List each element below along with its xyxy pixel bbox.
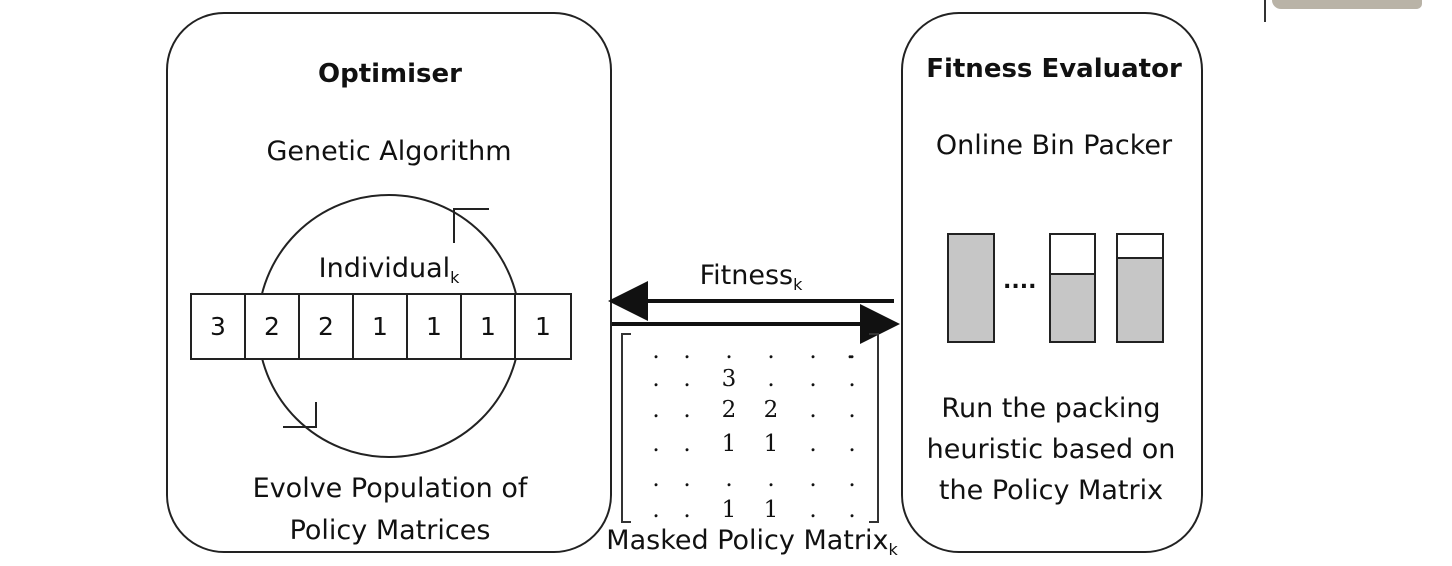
matrix-right-bracket (869, 333, 879, 523)
fitness-evaluator-title: Fitness Evaluator (926, 54, 1182, 84)
individual-label-text: Individual (318, 253, 451, 284)
cycle-arrow-upper-marker (453, 208, 489, 243)
matrix-cell: 2 (763, 397, 779, 423)
matrix-cell: 1 (721, 497, 737, 523)
matrix-cell: 2 (721, 397, 737, 423)
matrix-cell: . (683, 466, 691, 492)
fitness-evaluator-subtitle: Online Bin Packer (935, 130, 1173, 161)
fitness-label: Fitnessk (699, 260, 803, 294)
matrix-cell: . (809, 497, 817, 523)
matrix-cell: . (652, 497, 660, 523)
evaluator-caption-line-3: the Policy Matrix (938, 475, 1164, 506)
matrix-cell: . (848, 366, 856, 392)
matrix-label-subscript: k (888, 540, 898, 559)
matrix-cell: . (846, 338, 854, 364)
matrix-cell: . (848, 497, 856, 523)
matrix-label-text: Masked Policy Matrix (606, 525, 889, 556)
fitness-evaluator-caption: Run the packing heuristic based on the P… (927, 388, 1176, 511)
matrix-cell: . (848, 466, 856, 492)
chromosome-gene: 1 (462, 295, 516, 358)
chromosome-gene: 1 (535, 312, 551, 341)
matrix-cell: . (652, 466, 660, 492)
matrix-cell: . (809, 338, 817, 364)
fitness-label-subscript: k (793, 275, 803, 294)
bin-2 (1049, 233, 1096, 343)
chromosome-gene: 1 (354, 295, 408, 358)
matrix-cell: . (809, 431, 817, 457)
matrix-cell: . (683, 338, 691, 364)
chromosome-gene: 3 (192, 295, 246, 358)
matrix-cell: . (652, 397, 660, 423)
optimiser-caption: Evolve Population of Policy Matrices (253, 468, 528, 552)
optimiser-title: Optimiser (318, 59, 462, 89)
masked-policy-matrix-label: Masked Policy Matrixk (606, 525, 898, 559)
bin-3-fill (1118, 257, 1162, 341)
matrix-cell: . (652, 338, 660, 364)
matrix-cell: . (652, 366, 660, 392)
matrix-cell: . (767, 466, 775, 492)
bin-3 (1116, 233, 1164, 343)
optimiser-caption-line-2: Policy Matrices (289, 515, 491, 546)
corner-image-fragment (1272, 0, 1422, 9)
matrix-cell: . (848, 431, 856, 457)
chromosome-gene: 2 (246, 295, 300, 358)
matrix-cell: . (652, 431, 660, 457)
bins-ellipsis: .... (1003, 269, 1037, 294)
matrix-cell: 1 (763, 497, 779, 523)
matrix-cell: . (683, 431, 691, 457)
bin-1 (947, 233, 995, 343)
evaluator-caption-line-1: Run the packing (941, 393, 1161, 424)
matrix-cell: . (725, 338, 733, 364)
bin-2-fill (1051, 273, 1094, 341)
matrix-cell: 1 (721, 431, 737, 457)
individual-label: Individualk (318, 253, 460, 287)
matrix-cell: . (683, 366, 691, 392)
matrix-cell: . (767, 366, 775, 392)
chromosome-gene: 2 (300, 295, 354, 358)
optimiser-box (166, 12, 612, 553)
matrix-cell: . (809, 397, 817, 423)
matrix-cell: . (767, 338, 775, 364)
chromosome-gene: 1 (408, 295, 462, 358)
matrix-cell: . (725, 466, 733, 492)
optimiser-caption-line-1: Evolve Population of (252, 473, 528, 504)
evaluator-caption-line-2: heuristic based on (926, 434, 1176, 465)
matrix-cell: 1 (763, 431, 779, 457)
matrix-cell: . (809, 466, 817, 492)
individual-label-subscript: k (450, 268, 460, 287)
matrix-cell: . (848, 338, 856, 364)
corner-divider-line (1264, 0, 1266, 22)
fitness-label-text: Fitness (699, 260, 794, 291)
matrix-cell: . (809, 366, 817, 392)
matrix-cell: . (683, 497, 691, 523)
matrix-cell: 3 (721, 366, 737, 392)
matrix-left-bracket (621, 333, 631, 523)
matrix-cell: . (683, 397, 691, 423)
bin-1-fill (949, 235, 993, 341)
optimiser-subtitle: Genetic Algorithm (266, 136, 512, 167)
matrix-cell: . (848, 397, 856, 423)
cycle-arrow-lower-marker (283, 402, 317, 428)
